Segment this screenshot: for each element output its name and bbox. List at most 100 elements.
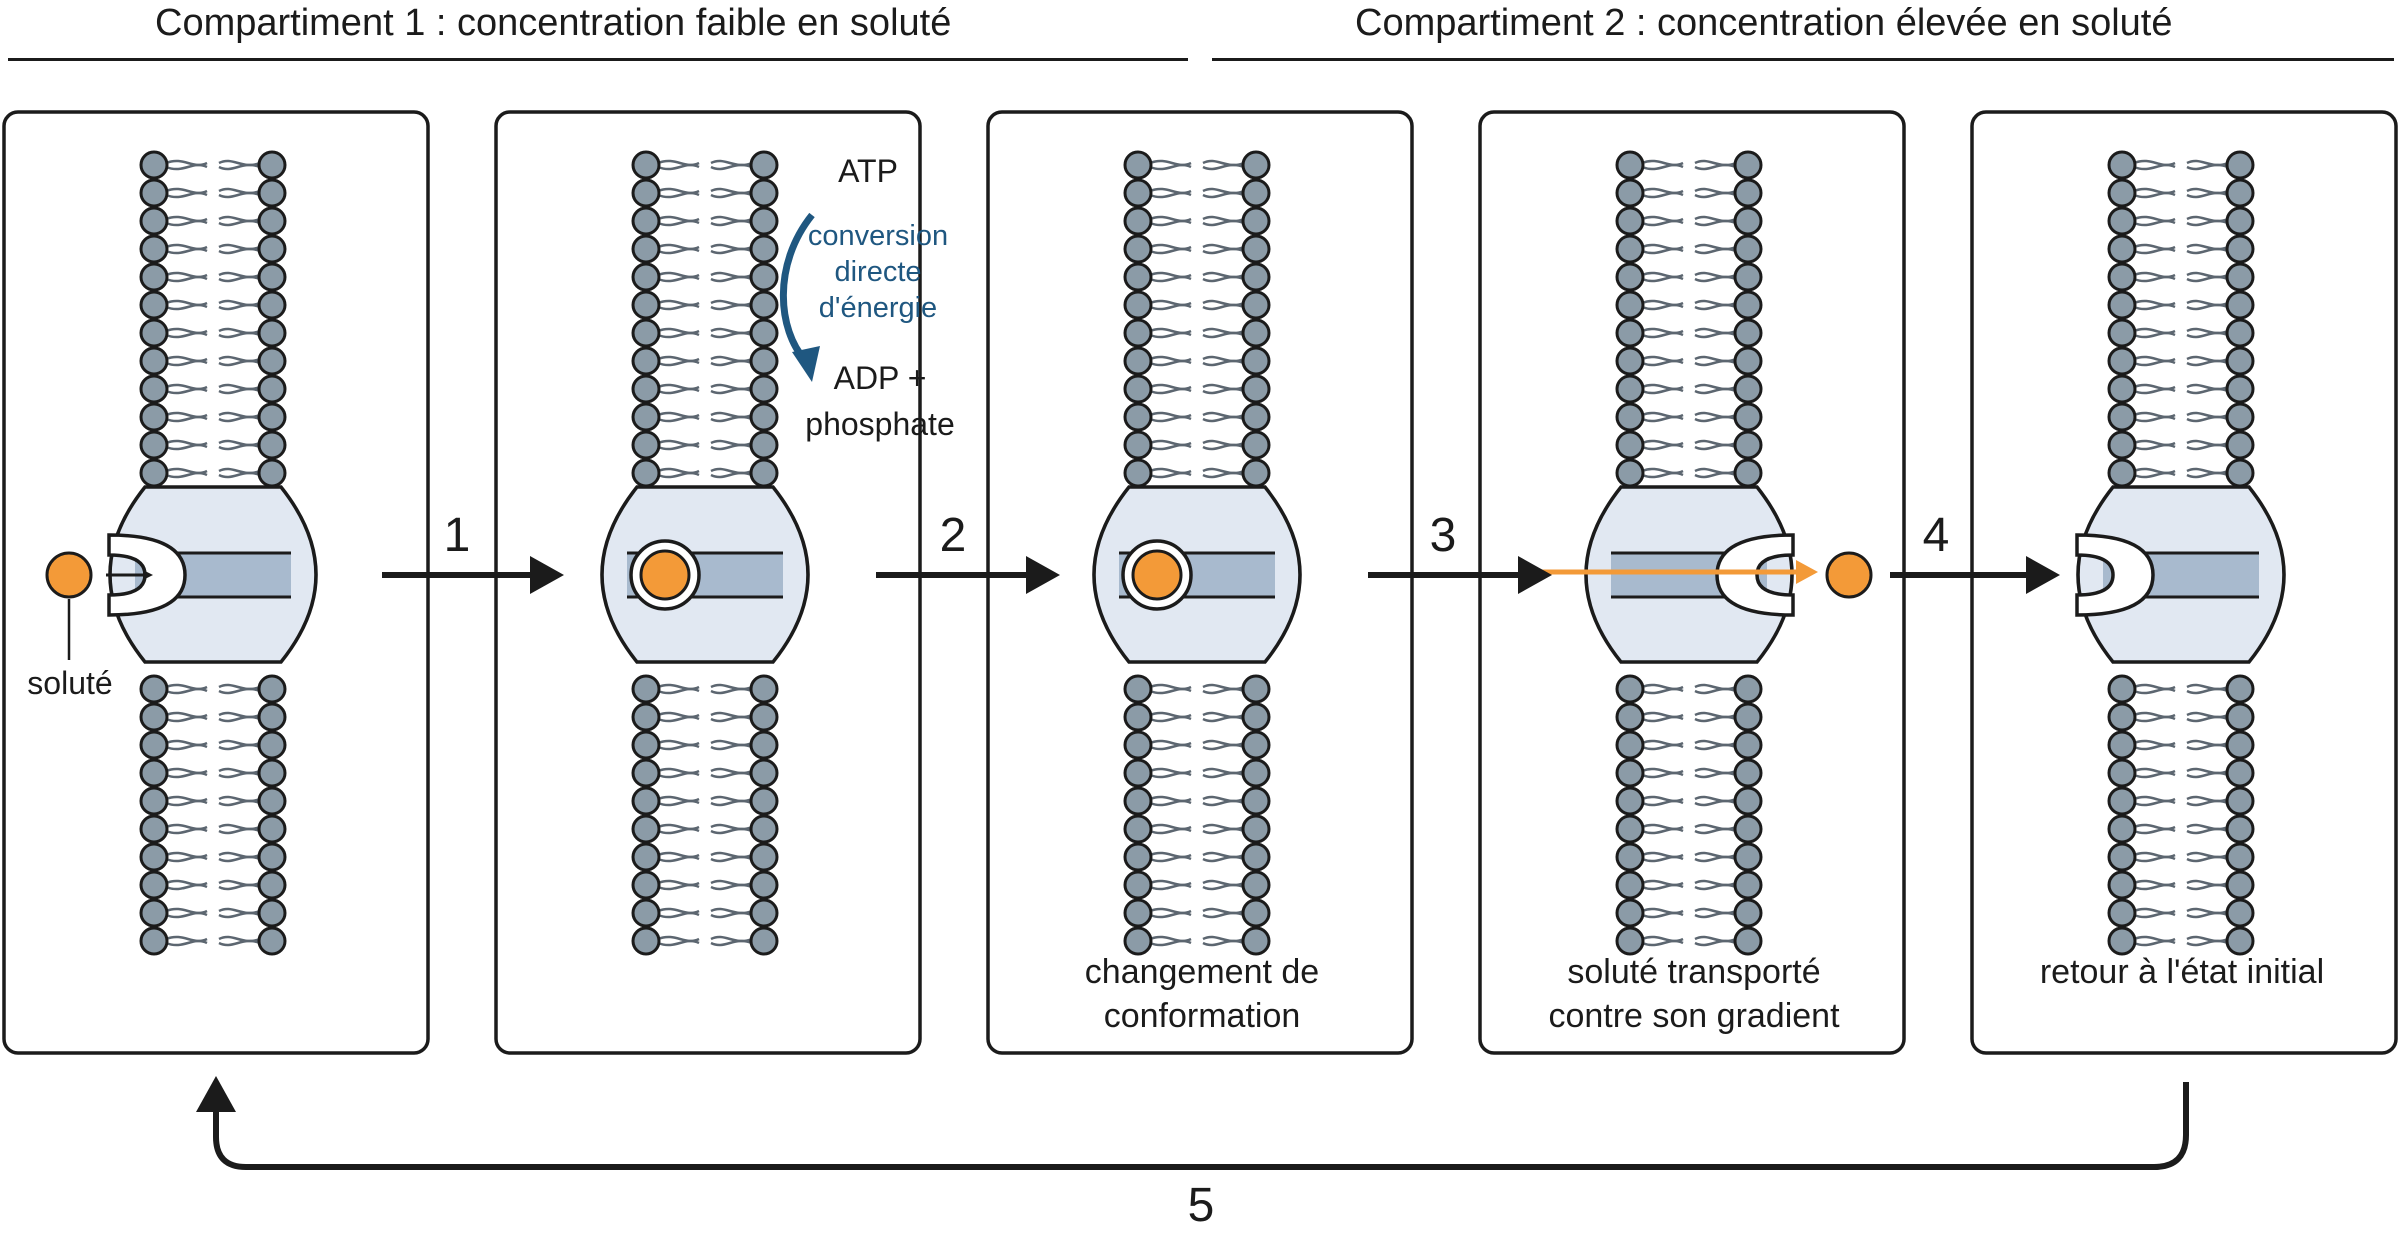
lipid-head	[2225, 318, 2255, 348]
lipid-head	[631, 374, 661, 404]
lipid-head	[257, 206, 287, 236]
lipid-tail	[710, 159, 753, 167]
lipid-tail	[2186, 471, 2229, 479]
lipid-tail	[2133, 191, 2176, 199]
lipid-head	[139, 702, 169, 732]
lipid-tail	[2133, 271, 2176, 279]
lipid-head	[1123, 430, 1153, 460]
lipid-tail	[1202, 687, 1245, 695]
lipid-tail	[657, 271, 700, 279]
lipid-tail	[218, 827, 261, 835]
lipid-tail	[2186, 299, 2229, 307]
lipid-tail	[657, 743, 700, 751]
lipid-tail	[1202, 359, 1245, 367]
lipid-head	[749, 430, 779, 460]
lipid-head	[1123, 870, 1153, 900]
lipid-head	[1733, 870, 1763, 900]
lipid-head	[749, 262, 779, 292]
lipid-tail	[2186, 883, 2229, 891]
lipid-head	[631, 430, 661, 460]
solute-bound	[639, 549, 691, 601]
step-arrow-head-4	[2026, 556, 2060, 594]
lipid-tail	[165, 443, 208, 451]
lipid-head	[631, 730, 661, 760]
lipid-tail	[710, 247, 753, 255]
lipid-tail	[710, 219, 753, 227]
lipid-head	[1733, 926, 1763, 956]
lipid-tail	[1694, 383, 1737, 391]
lipid-tail	[1202, 331, 1245, 339]
lipid-head	[1733, 758, 1763, 788]
lipid-head	[631, 458, 661, 488]
lipid-tail	[657, 827, 700, 835]
lipid-tail	[1694, 823, 1737, 831]
lipid-tail	[2133, 771, 2176, 779]
lipid-tail	[1641, 739, 1684, 747]
step-arrow-head-2	[1026, 556, 1060, 594]
lipid-tail	[1641, 299, 1684, 307]
lipid-tail	[1202, 159, 1245, 167]
lipid-tail	[1149, 271, 1192, 279]
lipid-tail	[2186, 415, 2229, 423]
lipid-tail	[2186, 191, 2229, 199]
lipid-head	[1241, 290, 1271, 320]
lipid-tail	[1694, 799, 1737, 807]
lipid-tail	[1149, 851, 1192, 859]
lipid-tail	[710, 739, 753, 747]
lipid-tail	[1149, 907, 1192, 915]
lipid-tail	[657, 331, 700, 339]
lipid-tail	[1694, 271, 1737, 279]
lipid-tail	[1149, 159, 1192, 167]
lipid-tail	[710, 799, 753, 807]
lipid-tail	[1149, 855, 1192, 863]
lipid-tail	[1694, 303, 1737, 311]
lipid-tail	[1202, 739, 1245, 747]
lipid-head	[1733, 318, 1763, 348]
lipid-tail	[1149, 683, 1192, 691]
lipid-tail	[1694, 683, 1737, 691]
lipid-tail	[1694, 355, 1737, 363]
lipid-tail	[657, 443, 700, 451]
lipid-tail	[165, 771, 208, 779]
lipid-tail	[2133, 827, 2176, 835]
lipid-tail	[710, 911, 753, 919]
lipid-head	[1123, 374, 1153, 404]
lipid-tail	[2186, 827, 2229, 835]
lipid-tail	[657, 711, 700, 719]
lipid-tail	[165, 939, 208, 947]
lipid-head	[749, 870, 779, 900]
lipid-head	[139, 898, 169, 928]
lipid-tail	[218, 383, 261, 391]
lipid-tail	[1202, 303, 1245, 311]
lipid-tail	[1641, 383, 1684, 391]
lipid-tail	[2133, 331, 2176, 339]
lipid-tail	[710, 711, 753, 719]
lipid-tail	[218, 739, 261, 747]
lipid-tail	[1202, 883, 1245, 891]
lipid-tail	[165, 439, 208, 447]
lipid-tail	[1694, 219, 1737, 227]
lipid-tail	[1149, 883, 1192, 891]
lipid-tail	[1641, 215, 1684, 223]
binding-site-open-left	[2075, 533, 2155, 617]
lipid-tail	[218, 855, 261, 863]
lipid-head	[749, 926, 779, 956]
lipid-head	[2225, 702, 2255, 732]
lipid-head	[139, 374, 169, 404]
lipid-tail	[218, 415, 261, 423]
panel-1-extras	[45, 551, 153, 660]
lipid-head	[257, 150, 287, 180]
lipid-tail	[1202, 683, 1245, 691]
lipid-tail	[710, 879, 753, 887]
lipid-tail	[1202, 939, 1245, 947]
lipid-head	[1123, 702, 1153, 732]
lipid-head	[257, 318, 287, 348]
lipid-tail	[2186, 327, 2229, 335]
lipid-tail	[2186, 939, 2229, 947]
lipid-head	[2225, 926, 2255, 956]
return-arrow-head	[196, 1076, 236, 1112]
lipid-tail	[1641, 879, 1684, 887]
lipid-tail	[710, 467, 753, 475]
lipid-tail	[218, 851, 261, 859]
lipid-head	[749, 402, 779, 432]
